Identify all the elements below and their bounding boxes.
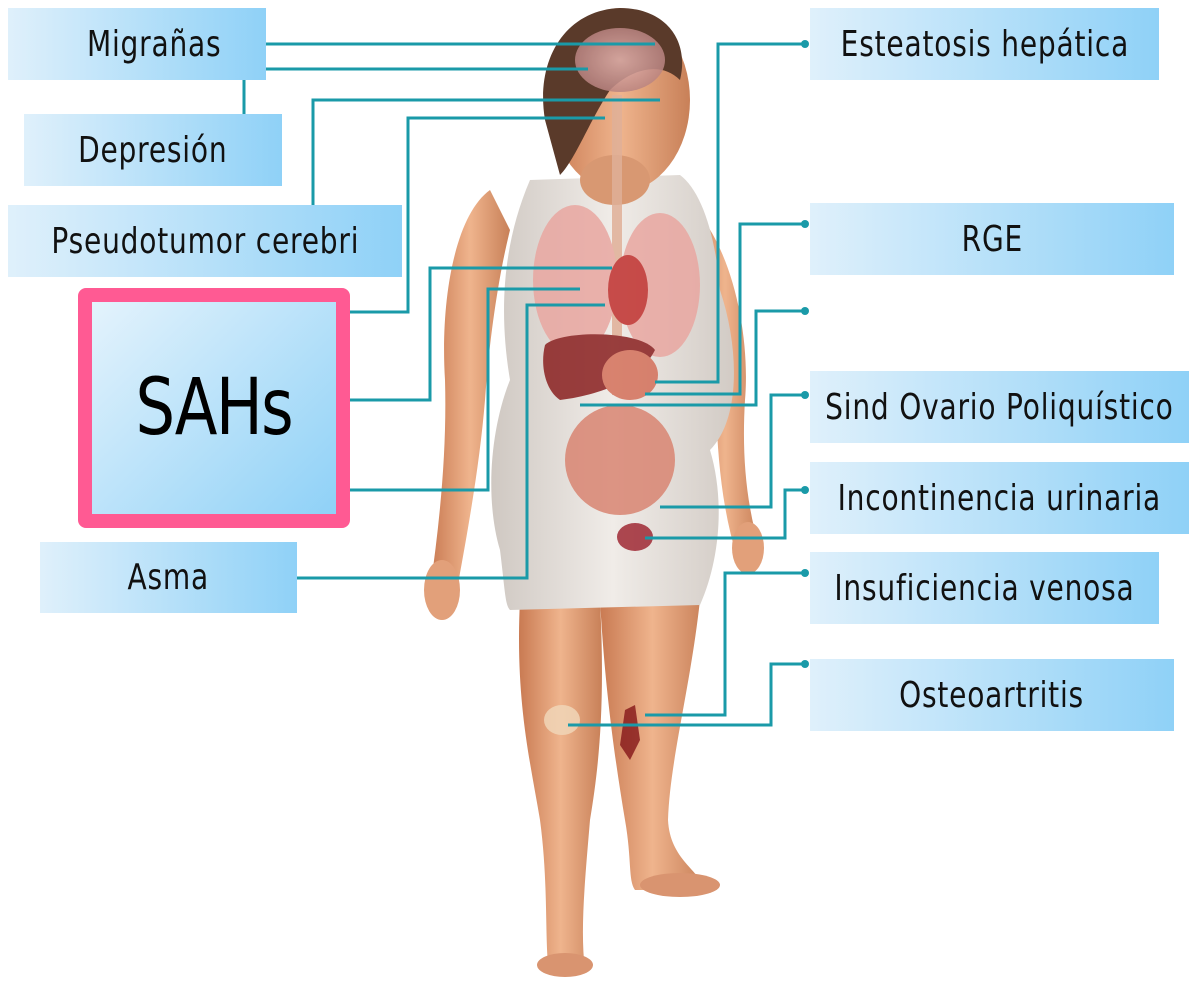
label-esteatosis-text: Esteatosis hepática [840, 24, 1128, 65]
label-asma-text: Asma [128, 557, 210, 598]
intestines [565, 405, 675, 515]
label-venosa-text: Insuficiencia venosa [834, 568, 1134, 609]
label-esteatosis: Esteatosis hepática [810, 8, 1159, 80]
label-rge-text: RGE [961, 219, 1022, 260]
dot-ovario [801, 391, 809, 399]
label-depresion-text: Depresión [78, 130, 227, 171]
label-incontinencia: Incontinencia urinaria [810, 462, 1189, 534]
sahs-highlight-box: SAHs [78, 288, 350, 528]
left-lung [533, 205, 617, 355]
dot-empty [801, 307, 809, 315]
right-hand [732, 522, 764, 574]
label-osteoartritis-text: Osteoartritis [900, 675, 1085, 716]
label-migranas-text: Migrañas [87, 24, 221, 65]
label-depresion: Depresión [24, 114, 282, 186]
right-leg [600, 600, 705, 890]
label-ovario-text: Sind Ovario Poliquístico [825, 387, 1173, 428]
heart [608, 255, 648, 325]
label-ovario: Sind Ovario Poliquístico [810, 371, 1189, 443]
label-pseudotumor-text: Pseudotumor cerebri [51, 221, 359, 262]
left-leg [519, 600, 602, 970]
dot-venosa [801, 569, 809, 577]
dot-esteatosis [801, 40, 809, 48]
left-foot [537, 953, 593, 977]
label-migranas: Migrañas [8, 8, 266, 80]
label-incontinencia-text: Incontinencia urinaria [838, 478, 1161, 519]
dot-osteo [801, 660, 809, 668]
dot-rge [801, 220, 809, 228]
label-asma: Asma [40, 542, 297, 613]
knee-joint [544, 705, 580, 735]
right-foot [640, 873, 720, 897]
label-pseudotumor: Pseudotumor cerebri [8, 205, 402, 277]
connector-dots [801, 40, 809, 668]
label-rge: RGE [810, 203, 1174, 275]
label-osteoartritis: Osteoartritis [810, 659, 1174, 731]
brain [575, 28, 665, 92]
left-hand [424, 560, 460, 620]
label-venosa: Insuficiencia venosa [810, 552, 1159, 624]
dot-incontinencia [801, 486, 809, 494]
sahs-label: SAHs [136, 363, 292, 453]
